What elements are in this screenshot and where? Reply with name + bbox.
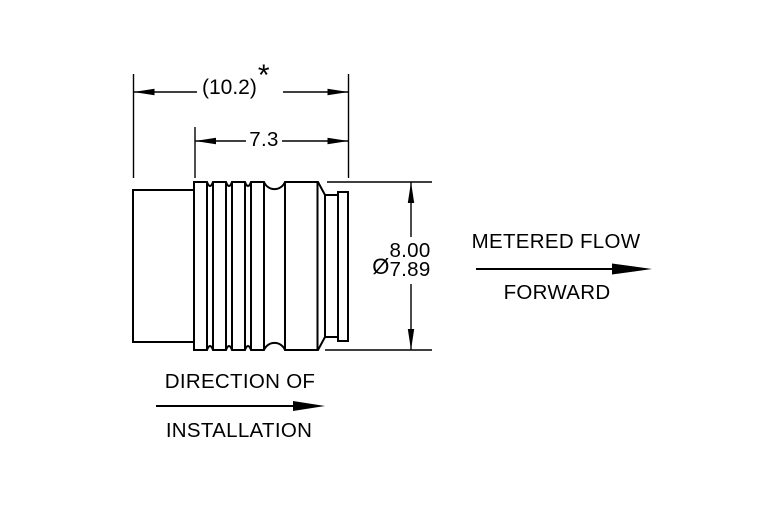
overall-length-value: (10.2) (202, 76, 257, 99)
arrowhead-left (195, 137, 216, 145)
diameter-lower-value: 7.89 (389, 257, 431, 281)
arrowhead-right (327, 137, 349, 145)
overall-length-dimension (132, 74, 350, 178)
arrowhead-right (293, 401, 325, 411)
rib-length-label: 7.3 (249, 127, 279, 151)
part-outline (132, 181, 349, 351)
diameter-dimension (325, 181, 432, 351)
arrowhead-down (407, 329, 415, 350)
part-outline-group (132, 181, 349, 351)
overall-length-label: (10.2)* (202, 61, 270, 99)
part-detail-lines (193, 182, 339, 350)
asterisk-note: * (257, 59, 270, 92)
installation-label: INSTALLATION (165, 418, 313, 442)
extension-lines-diameter (325, 181, 432, 351)
forward-label: FORWARD (503, 280, 611, 304)
arrowhead-right (327, 88, 349, 96)
installation-arrow (156, 401, 325, 411)
diameter-upper-value: 8.00 (389, 238, 431, 262)
arrowhead-up (407, 182, 415, 203)
metered-flow-label: METERED FLOW (471, 229, 641, 253)
rib-length-dimension (194, 127, 349, 178)
arrowhead-right (612, 263, 652, 275)
flow-direction-arrow (476, 263, 652, 275)
direction-of-label: DIRECTION OF (164, 369, 316, 393)
arrowhead-left (133, 88, 155, 96)
diameter-symbol: Ø (372, 254, 390, 279)
